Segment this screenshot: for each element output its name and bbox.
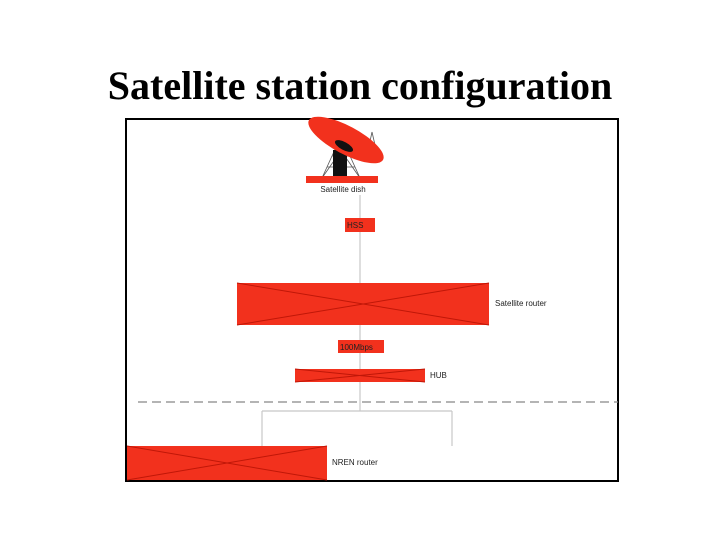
nren-router-box (126, 445, 328, 481)
link-speed-label: 100Mbps (340, 343, 373, 352)
satellite-router-label: Satellite router (495, 299, 547, 308)
connector-lines (261, 195, 453, 446)
satellite-router-box (236, 282, 490, 326)
link-speed-box: 100Mbps (338, 340, 384, 353)
hub-label: HUB (430, 371, 447, 380)
hss-box: HSS (345, 218, 375, 232)
slide-title: Satellite station configuration (107, 63, 613, 108)
hub-box (294, 368, 426, 383)
satellite-dish-icon (306, 116, 384, 183)
satellite-dish-label: Satellite dish (320, 185, 365, 194)
hss-label: HSS (347, 221, 363, 230)
nren-router-label: NREN router (332, 458, 378, 467)
